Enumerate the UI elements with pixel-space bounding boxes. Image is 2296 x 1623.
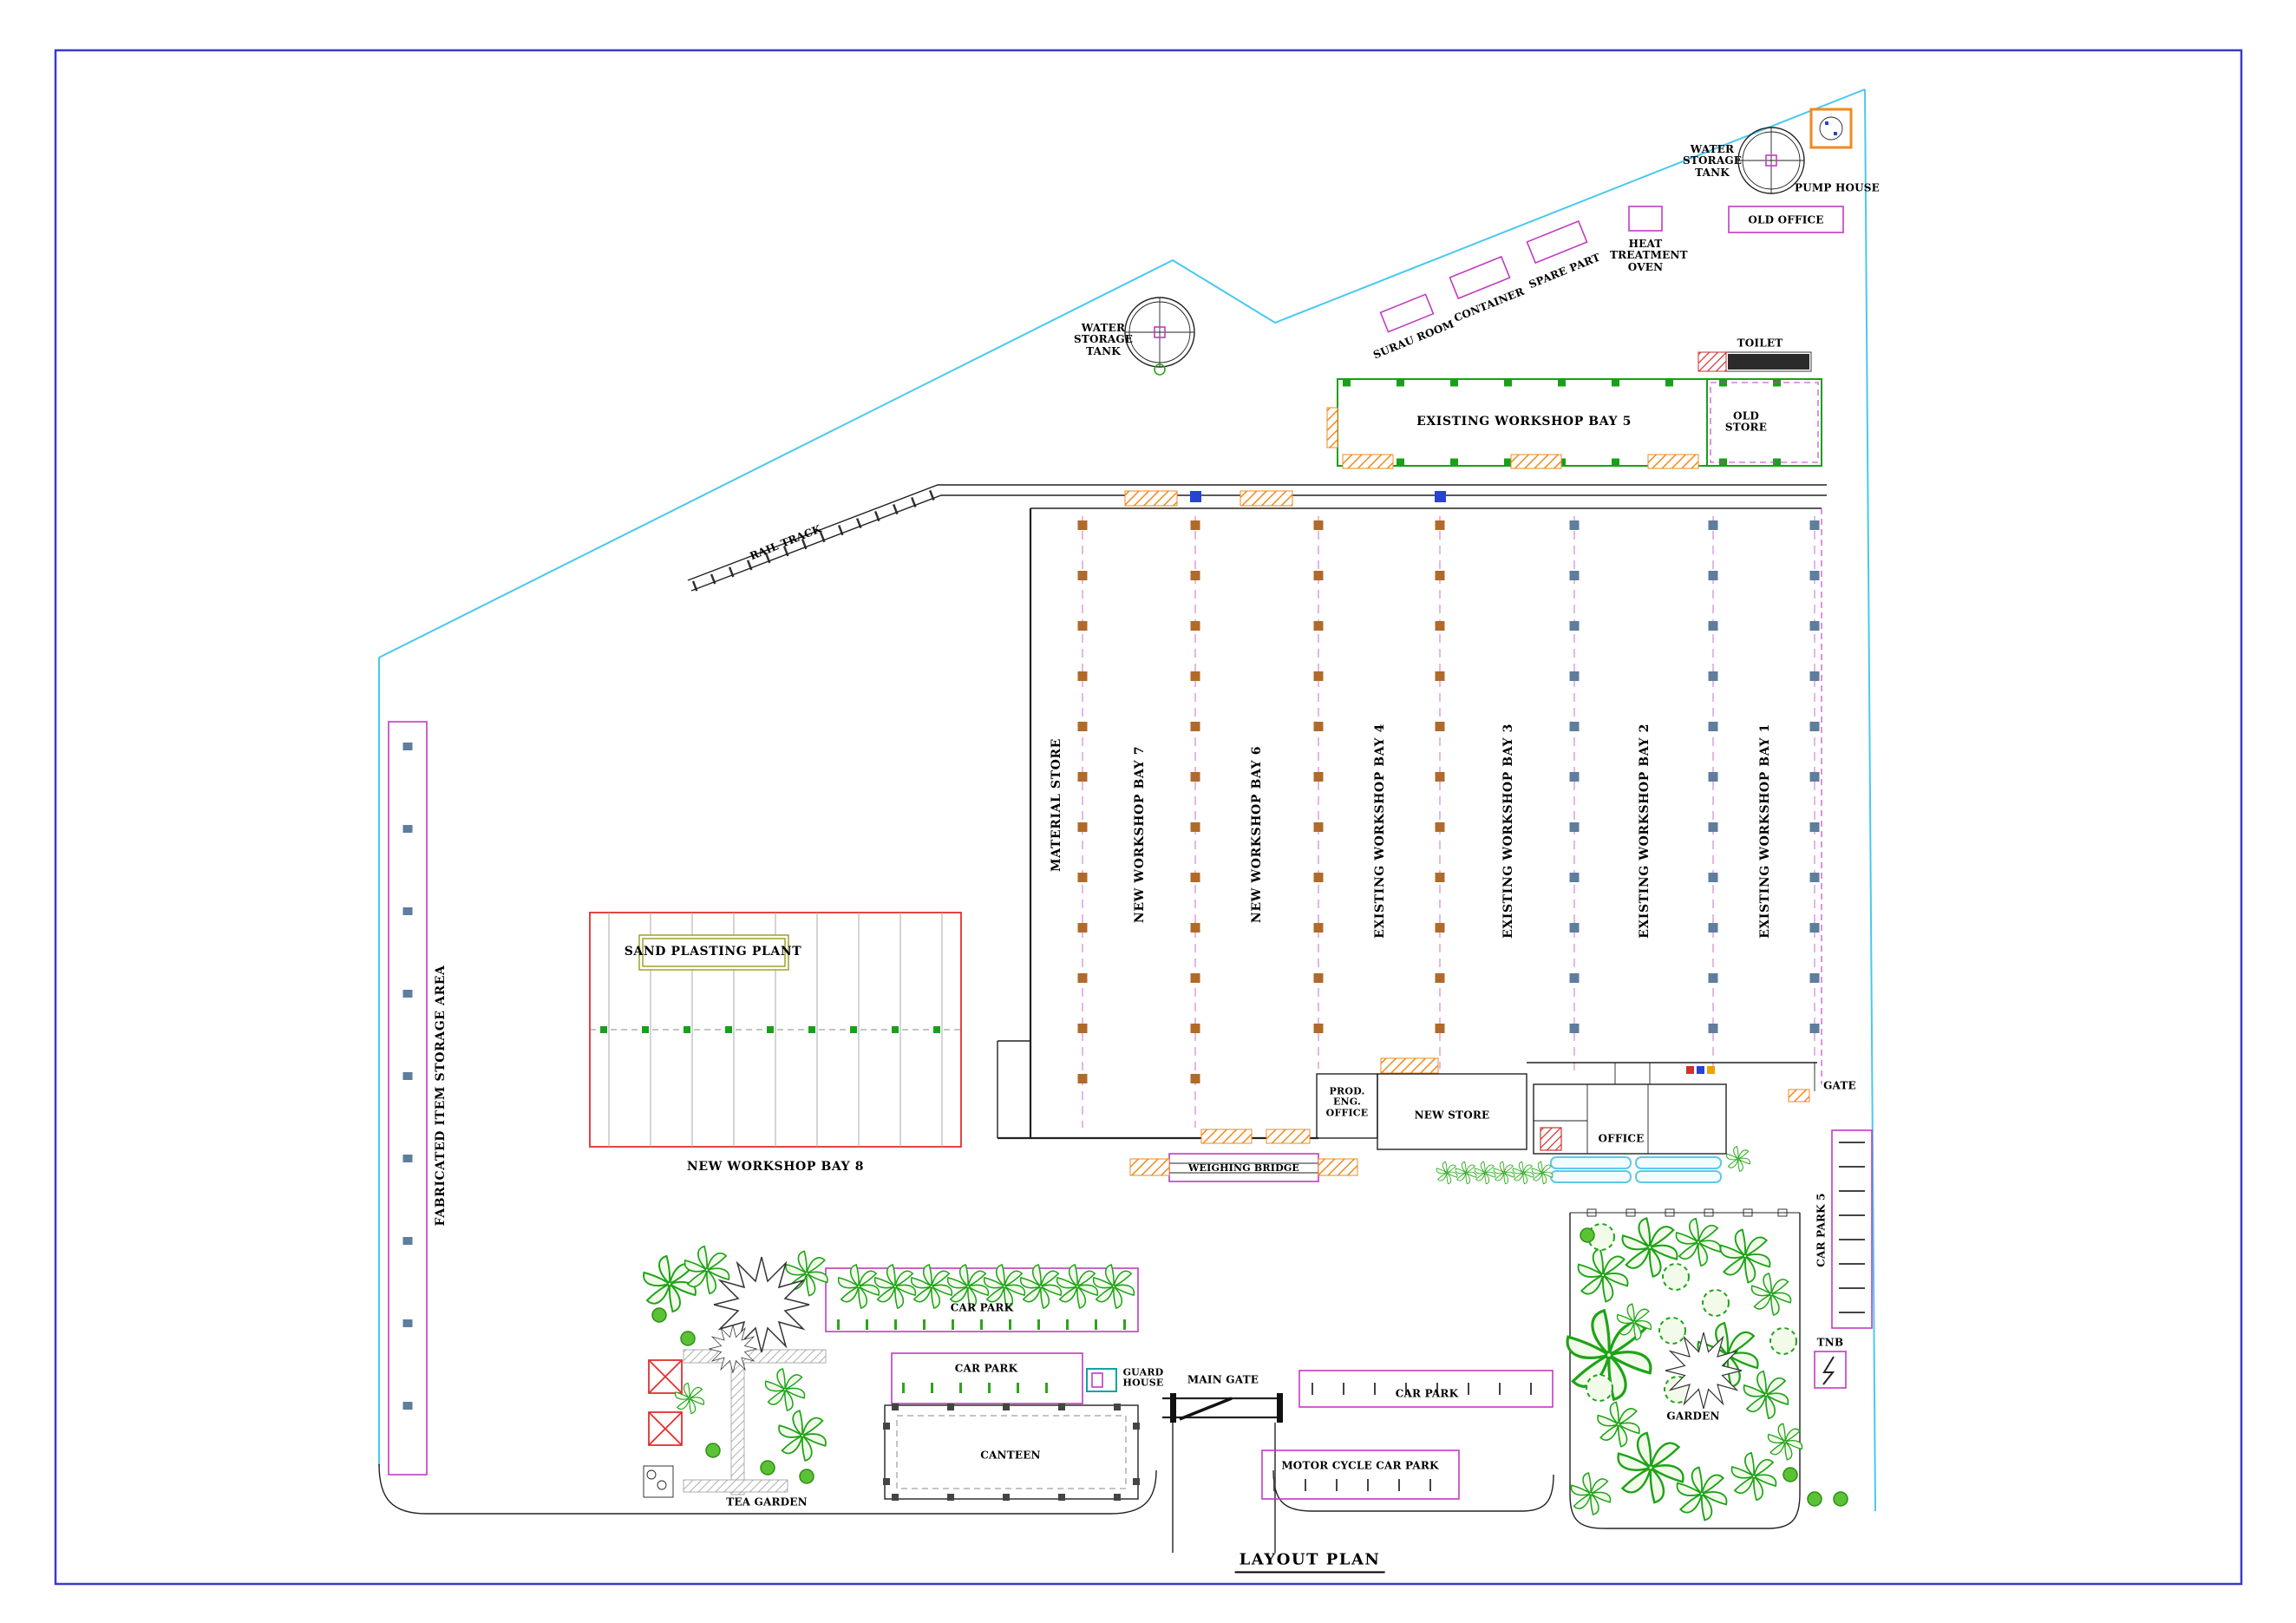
new-store-label: NEW STORE [1414, 1109, 1490, 1122]
surau-room-building [1379, 293, 1435, 333]
site-boundary [378, 88, 1876, 1512]
pump-house-label: PUMP HOUSE [1794, 181, 1881, 194]
main-gate [1162, 1393, 1283, 1423]
guard-house-label: GUARD HOUSE [1122, 1366, 1164, 1389]
weighing-bridge-label: WEIGHING BRIDGE [1188, 1162, 1299, 1174]
car-park-west-upper-label: CAR PARK [950, 1301, 1014, 1314]
guard-house [1086, 1368, 1117, 1392]
car-park-west-lower [891, 1352, 1083, 1404]
prod-eng-office-label: PROD. ENG. OFFICE [1325, 1085, 1369, 1119]
fabricated-item-storage-area [388, 721, 428, 1476]
tea-garden-area [643, 1349, 829, 1498]
main-gate-label: MAIN GATE [1187, 1373, 1259, 1386]
existing-workshop-bay3-label: EXISTING WORKSHOP BAY 3 [1501, 723, 1516, 939]
water-storage-tank-top-label: WATER STORAGE TANK [1683, 142, 1743, 179]
car-park-west-lower-label: CAR PARK [954, 1362, 1018, 1375]
weighing-bridge [1129, 1153, 1358, 1182]
canteen-building [883, 1404, 1140, 1501]
old-office-building [1728, 206, 1844, 233]
loading-dock-hatches [1124, 490, 1810, 1144]
existing-workshop-bay4-label: EXISTING WORKSHOP BAY 4 [1373, 723, 1388, 939]
tnb-label: TNB [1816, 1336, 1844, 1349]
office-front-cars [1550, 1156, 1722, 1183]
old-store-label: OLD STORE [1724, 409, 1768, 434]
office-label: OFFICE [1598, 1132, 1645, 1145]
material-store-label: MATERIAL STORE [1050, 738, 1064, 872]
motor-cycle-car-park-label: MOTOR CYCLE CAR PARK [1281, 1459, 1439, 1472]
toilet-building [1697, 351, 1812, 372]
gate-label: GATE [1823, 1079, 1856, 1092]
office-building [1527, 1062, 1817, 1155]
car-park-east [1298, 1370, 1554, 1408]
car-park-5-label: CAR PARK 5 [1815, 1193, 1828, 1267]
toilet-label: TOILET [1737, 337, 1783, 350]
plan-title: LAYOUT PLAN [1234, 1551, 1385, 1574]
existing-workshop-bay1-label: EXISTING WORKSHOP BAY 1 [1758, 723, 1773, 939]
car-park-west-upper [825, 1262, 1139, 1332]
garden-trees [1562, 1215, 1848, 1523]
motor-cycle-car-park [1261, 1450, 1460, 1500]
new-workshop-bay6-label: NEW WORKSHOP BAY 6 [1250, 745, 1265, 924]
sheet-border [54, 49, 2243, 1586]
tnb-substation [1814, 1351, 1847, 1389]
tea-garden-label: TEA GARDEN [726, 1495, 808, 1508]
workshop-bays-structure [997, 507, 1822, 1140]
fabricated-item-storage-label: FABRICATED ITEM STORAGE AREA [434, 965, 448, 1227]
water-storage-tank-top [1737, 127, 1805, 194]
canteen-label: CANTEEN [980, 1449, 1041, 1462]
old-office-label: OLD OFFICE [1748, 213, 1824, 226]
existing-workshop-bay5-label: EXISTING WORKSHOP BAY 5 [1416, 415, 1632, 429]
car-park-east-label: CAR PARK [1395, 1387, 1459, 1400]
new-store-building [1377, 1073, 1527, 1150]
rail-track [687, 484, 1827, 592]
heat-treatment-oven-building [1628, 206, 1663, 232]
heat-treatment-oven-label: HEAT TREATMENT OVEN [1610, 237, 1688, 273]
perimeter-roads [378, 1423, 1554, 1553]
workshop-columns [1077, 491, 1820, 1128]
water-storage-tank-mid-label: WATER STORAGE TANK [1074, 321, 1134, 357]
new-workshop-bay8-building [589, 912, 962, 1148]
spare-part-building [1526, 219, 1588, 265]
pump-house-building [1809, 108, 1853, 149]
existing-workshop-bay5-building [1326, 378, 1822, 469]
new-workshop-bay7-label: NEW WORKSHOP BAY 7 [1133, 745, 1148, 924]
new-workshop-bay8-label: NEW WORKSHOP BAY 8 [686, 1160, 865, 1175]
car-park-5 [1831, 1129, 1873, 1329]
garden-area [1569, 1208, 1801, 1529]
container-building [1449, 255, 1511, 300]
water-storage-tank-mid [1124, 297, 1195, 376]
existing-workshop-bay2-label: EXISTING WORKSHOP BAY 2 [1638, 723, 1652, 939]
sand-plasting-plant-label: SAND PLASTING PLANT [624, 945, 802, 959]
garden-label: GARDEN [1666, 1410, 1720, 1423]
